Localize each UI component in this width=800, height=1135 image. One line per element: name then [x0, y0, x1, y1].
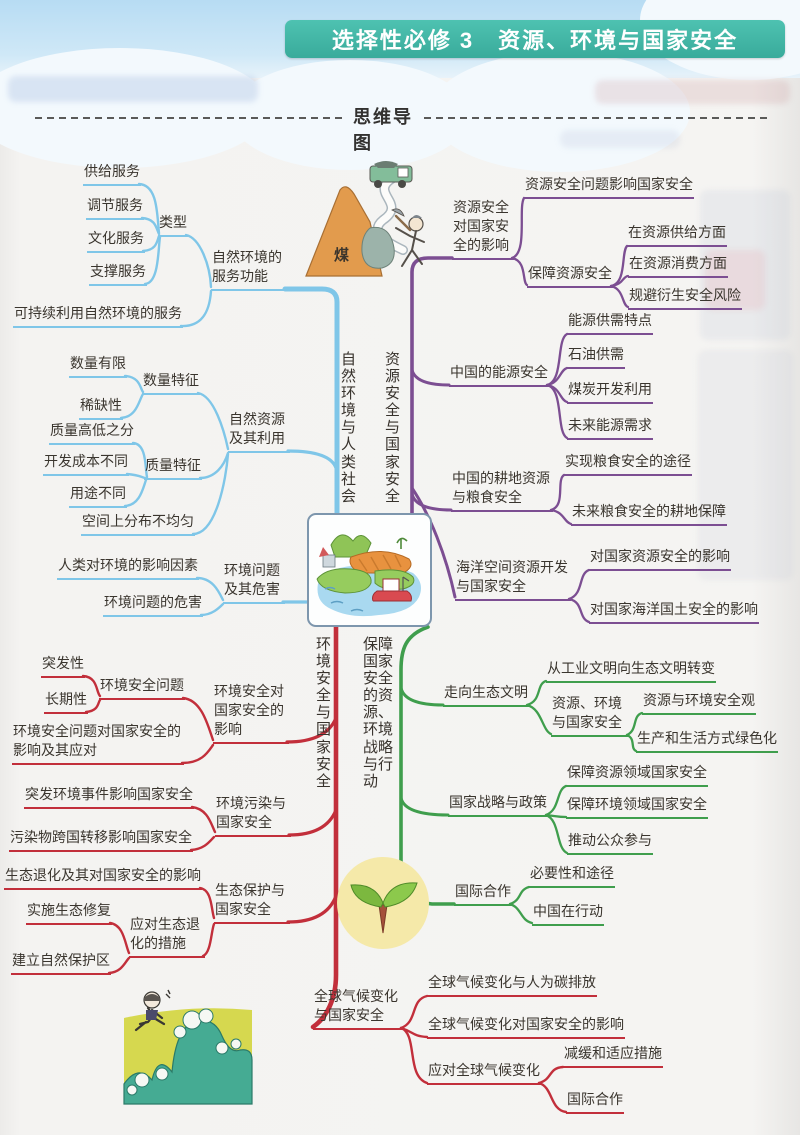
node-environment-field: 保障环境领域国家安全 [566, 796, 708, 820]
node-avoid-risk: 规避衍生安全风险 [628, 287, 742, 311]
node-eco-measures: 应对生态退化的措施 [129, 916, 205, 959]
node-ocean-res-impact: 对国家资源安全的影响 [589, 548, 731, 572]
island-harbor-illustration [316, 534, 421, 617]
node-supply-side: 在资源供给方面 [627, 224, 727, 248]
node-use-diff: 用途不同 [69, 485, 127, 509]
dashed-rule-right [424, 117, 768, 119]
node-farmland-food: 中国的耕地资源与粮食安全 [451, 470, 553, 513]
coal-mining-illustration: 煤 [305, 161, 425, 277]
node-coal-develop: 煤炭开发利用 [567, 381, 653, 405]
node-national-strategy: 国家战略与政策 [448, 794, 548, 818]
node-ocean-resource: 海洋空间资源开发与国家安全 [455, 559, 571, 602]
mindmap-heading: 思维导图 [353, 107, 413, 153]
node-sudden-event: 突发环境事件影响国家安全 [24, 786, 194, 810]
node-natural-resource-use: 自然资源及其利用 [228, 411, 290, 454]
node-security-view: 资源与环境安全观 [642, 692, 756, 716]
node-resource-impact: 资源安全对国家安全的影响 [452, 199, 514, 261]
node-transborder-pollution: 污染物跨国转移影响国家安全 [9, 829, 193, 853]
node-international-coop: 国际合作 [454, 883, 512, 907]
node-necessity: 必要性和途径 [529, 865, 615, 889]
bleed-through-ghost [700, 190, 790, 340]
node-service-function: 自然环境的服务功能 [211, 249, 287, 292]
node-carbon-emission: 全球气候变化与人为碳排放 [427, 974, 597, 998]
node-china-action: 中国在行动 [532, 903, 604, 927]
branch-label-nature: 自然环境与人类社会 [341, 352, 357, 505]
node-china-energy: 中国的能源安全 [449, 364, 549, 388]
node-longterm: 长期性 [44, 691, 88, 715]
dashed-rule-left [35, 117, 347, 119]
node-energy-feature: 能源供需特点 [567, 312, 653, 336]
node-eco-civilization: 走向生态文明 [443, 684, 529, 708]
cloud-shape [0, 48, 270, 168]
node-spatial-distribution: 空间上分布不均匀 [81, 513, 195, 537]
node-oil-supply: 石油供需 [567, 346, 625, 370]
sprout-illustration [337, 857, 429, 949]
node-quality-feature: 质量特征 [144, 457, 202, 481]
node-supply-service: 供给服务 [83, 163, 141, 187]
node-quality-diff: 质量高低之分 [49, 422, 135, 446]
bleed-through-ghost [595, 80, 790, 104]
node-problem-harm: 环境问题的危害 [103, 594, 203, 618]
node-env-question-response: 环境安全问题对国家安全的影响及其应对 [12, 723, 184, 766]
node-eco-degrade: 生态退化及其对国家安全的影响 [4, 867, 202, 891]
node-env-question: 环境安全问题 [99, 677, 185, 701]
node-civ-transform: 从工业文明向生态文明转变 [546, 660, 716, 684]
branch-label-strategy: 保障国家安全的资源、环境战略与行动 [363, 637, 394, 790]
node-suddenness: 突发性 [41, 655, 85, 679]
node-culture-service: 文化服务 [87, 230, 145, 254]
node-climate-impact: 全球气候变化对国家安全的影响 [427, 1016, 625, 1040]
node-climate-respond: 应对全球气候变化 [427, 1062, 541, 1086]
node-food-path: 实现粮食安全的途径 [564, 453, 692, 477]
node-climate-intl-coop: 国际合作 [566, 1091, 624, 1115]
node-sustainable-use: 可持续利用自然环境的服务 [13, 305, 183, 329]
bleed-through-ghost [560, 130, 680, 148]
node-pollution-security: 环境污染与国家安全 [215, 795, 291, 838]
node-future-energy: 未来能源需求 [567, 417, 653, 441]
bleed-through-ghost [8, 76, 258, 102]
bleed-through-ghost [698, 350, 793, 580]
node-human-impact: 人类对环境的影响因素 [57, 557, 199, 581]
node-mitigation: 减缓和适应措施 [563, 1045, 663, 1069]
node-service-type: 类型 [158, 214, 188, 238]
node-resource-field: 保障资源领域国家安全 [566, 764, 708, 788]
node-env-problem-harm: 环境问题及其危害 [223, 562, 285, 605]
chapter-banner: 选择性必修 3 资源、环境与国家安全 [285, 20, 785, 58]
node-ensure-resource: 保障资源安全 [527, 265, 613, 289]
wave-illustration [123, 989, 253, 1105]
branch-label-resource: 资源安全与国家安全 [385, 352, 401, 505]
cloud-shape [430, 52, 690, 172]
node-quantity-limited: 数量有限 [69, 355, 127, 379]
node-scarcity: 稀缺性 [79, 397, 123, 421]
node-consume-side: 在资源消费方面 [628, 255, 728, 279]
node-env-impact: 环境安全对国家安全的影响 [213, 683, 289, 745]
node-food-guarantee: 未来粮食安全的耕地保障 [571, 503, 727, 527]
node-res-env-security: 资源、环境与国家安全 [551, 695, 629, 738]
node-support-service: 支撑服务 [89, 263, 147, 287]
node-nature-reserve: 建立自然保护区 [11, 952, 111, 976]
node-quantity-feature: 数量特征 [142, 372, 200, 396]
node-green-lifestyle: 生产和生活方式绿色化 [636, 730, 778, 754]
node-public-participation: 推动公众参与 [567, 832, 653, 856]
node-eco-protect: 生态保护与国家安全 [214, 882, 290, 925]
node-eco-restore: 实施生态修复 [26, 902, 112, 926]
svg-text:煤: 煤 [334, 247, 349, 264]
bleed-through-ghost [705, 250, 765, 310]
node-resource-issue: 资源安全问题影响国家安全 [524, 176, 694, 200]
branch-label-environment: 环境安全与国家安全 [316, 637, 332, 790]
node-cost-diff: 开发成本不同 [43, 453, 129, 477]
node-ocean-land-impact: 对国家海洋国土安全的影响 [589, 601, 759, 625]
node-regulate-service: 调节服务 [86, 197, 144, 221]
node-climate-security: 全球气候变化与国家安全 [313, 988, 403, 1031]
